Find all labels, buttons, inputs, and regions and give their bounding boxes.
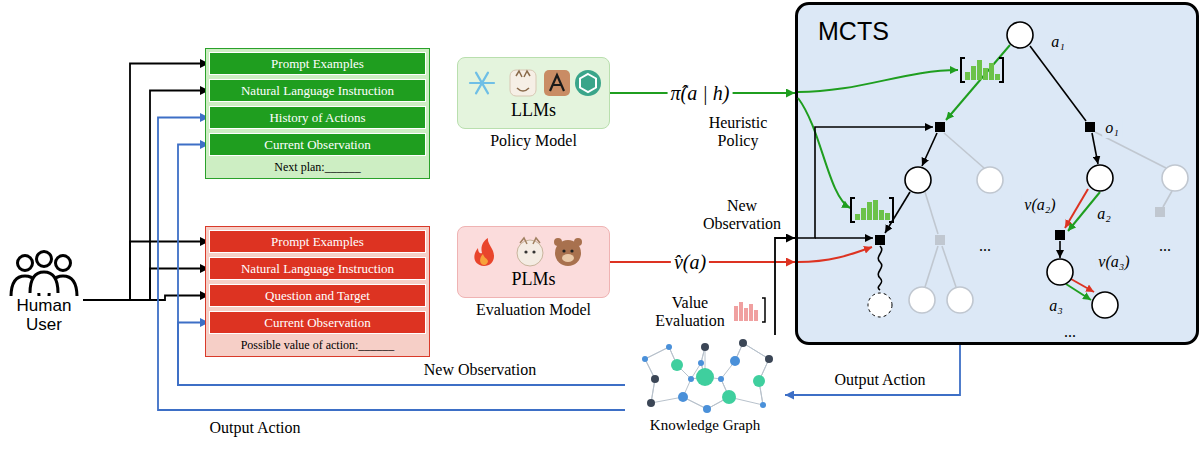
knowledge-graph: Knowledge Graph bbox=[625, 335, 785, 434]
field-text: Prompt Examples bbox=[214, 56, 421, 71]
tree-label: a₃ bbox=[1046, 296, 1066, 316]
panel-footer: Next plan:______ bbox=[209, 160, 426, 175]
tree-label: ... bbox=[976, 236, 994, 256]
prompt-panel: Next plan:______ Prompt ExamplesNatural L… bbox=[205, 48, 430, 179]
model-box: PLMsEvaluation Model bbox=[457, 226, 610, 319]
input-field-box: Natural Language Instruction bbox=[209, 79, 426, 102]
input-field-box: Prompt Examples bbox=[209, 52, 426, 75]
connector-arrow bbox=[83, 91, 209, 301]
input-field-box: Natural Language Instruction bbox=[209, 257, 426, 280]
edge-label: Output Action bbox=[831, 370, 928, 390]
graph-illustration bbox=[625, 335, 785, 417]
field-text: Natural Language Instruction bbox=[214, 261, 421, 276]
tree-label: ... bbox=[1061, 322, 1079, 342]
human-user: Human User bbox=[5, 250, 83, 334]
graph-label: Knowledge Graph bbox=[625, 417, 785, 434]
input-field-box: History of Actions bbox=[209, 106, 426, 129]
connector-arrow bbox=[83, 296, 209, 301]
edge-label: Output Action bbox=[206, 418, 303, 438]
connector-arrow bbox=[83, 242, 209, 301]
search-tree bbox=[795, 2, 1199, 345]
model-shape: LLMs bbox=[457, 57, 610, 129]
tree-label: ... bbox=[1156, 236, 1174, 256]
annotation-label: Heuristic Policy bbox=[695, 113, 781, 151]
connector-arrow bbox=[785, 345, 960, 395]
tree-label: a₂ bbox=[1094, 204, 1114, 224]
connector-arrow bbox=[178, 145, 625, 386]
model-box: LLMsPolicy Model bbox=[457, 57, 610, 150]
model-role: Evaluation Model bbox=[457, 301, 610, 319]
input-field-box: Question and Target bbox=[209, 284, 426, 307]
input-field-box: Current Observation bbox=[209, 133, 426, 156]
tree-label: v(a₂) bbox=[1021, 195, 1058, 215]
person-icon bbox=[9, 250, 79, 296]
field-text: Current Observation bbox=[214, 137, 421, 152]
panel-footer: Possible value of action:______ bbox=[209, 338, 426, 353]
field-text: History of Actions bbox=[214, 110, 421, 125]
user-label: Human User bbox=[5, 296, 83, 334]
tree-label: o₁ bbox=[1102, 118, 1122, 138]
model-shape: PLMs bbox=[457, 226, 610, 298]
model-icons bbox=[464, 235, 604, 269]
model-name: PLMs bbox=[511, 269, 555, 289]
edge-label: π̂(a | h) bbox=[668, 81, 733, 105]
tree-label: a₁ bbox=[1048, 32, 1068, 52]
prompt-panel: Possible value of action:______ Prompt Ex… bbox=[205, 226, 430, 357]
edge-label: v̂(a) bbox=[671, 250, 709, 274]
model-role: Policy Model bbox=[457, 132, 610, 150]
value-histogram bbox=[730, 298, 765, 322]
field-text: Natural Language Instruction bbox=[214, 83, 421, 98]
connector-arrow bbox=[775, 238, 795, 335]
annotation-label: Value Evaluation bbox=[647, 293, 733, 331]
edge-label: New Observation bbox=[421, 360, 539, 380]
mcts-panel: MCTS bbox=[795, 2, 1199, 345]
connector-arrow bbox=[83, 269, 209, 301]
field-text: Question and Target bbox=[214, 288, 421, 303]
field-text: Current Observation bbox=[214, 315, 421, 330]
panel-title: MCTS bbox=[818, 17, 889, 45]
connector-arrow bbox=[83, 64, 209, 301]
tree-label: v(a₃) bbox=[1095, 252, 1132, 272]
field-text: Prompt Examples bbox=[214, 234, 421, 249]
input-field-box: Current Observation bbox=[209, 311, 426, 334]
edge-label: New Observation bbox=[694, 196, 790, 234]
model-icons bbox=[464, 66, 604, 100]
input-field-box: Prompt Examples bbox=[209, 230, 426, 253]
model-name: LLMs bbox=[511, 100, 556, 120]
